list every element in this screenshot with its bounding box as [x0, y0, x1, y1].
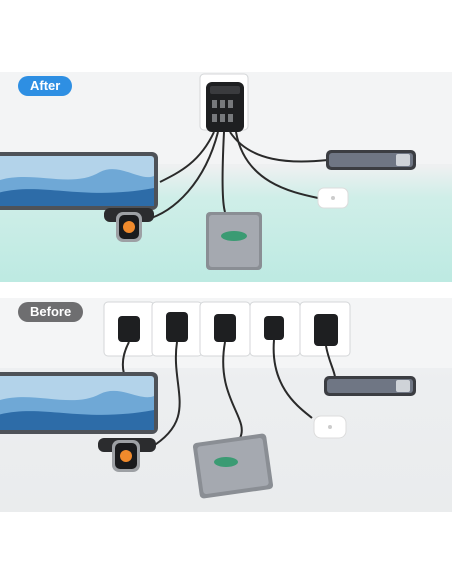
after-cables: [144, 131, 329, 221]
tablet-icon: [0, 372, 158, 434]
after-illustration: [0, 72, 452, 270]
earbuds-icon: [317, 187, 349, 209]
watch-icon: [104, 208, 154, 242]
foldable-phone-icon: [192, 433, 274, 499]
before-scene: [0, 298, 452, 512]
phone-icon: [324, 376, 416, 396]
before-label: Before: [18, 302, 84, 322]
foldable-phone-icon: [206, 212, 262, 270]
tablet-icon: [0, 152, 158, 210]
phone-icon: [326, 150, 416, 170]
earbuds-icon: [313, 415, 347, 439]
after-label: After: [18, 76, 73, 96]
after-scene: [0, 72, 452, 282]
watch-icon: [98, 438, 156, 472]
before-illustration: [0, 298, 452, 499]
charging-station-icon: [206, 82, 244, 132]
wall-charger-icon: [118, 312, 338, 346]
